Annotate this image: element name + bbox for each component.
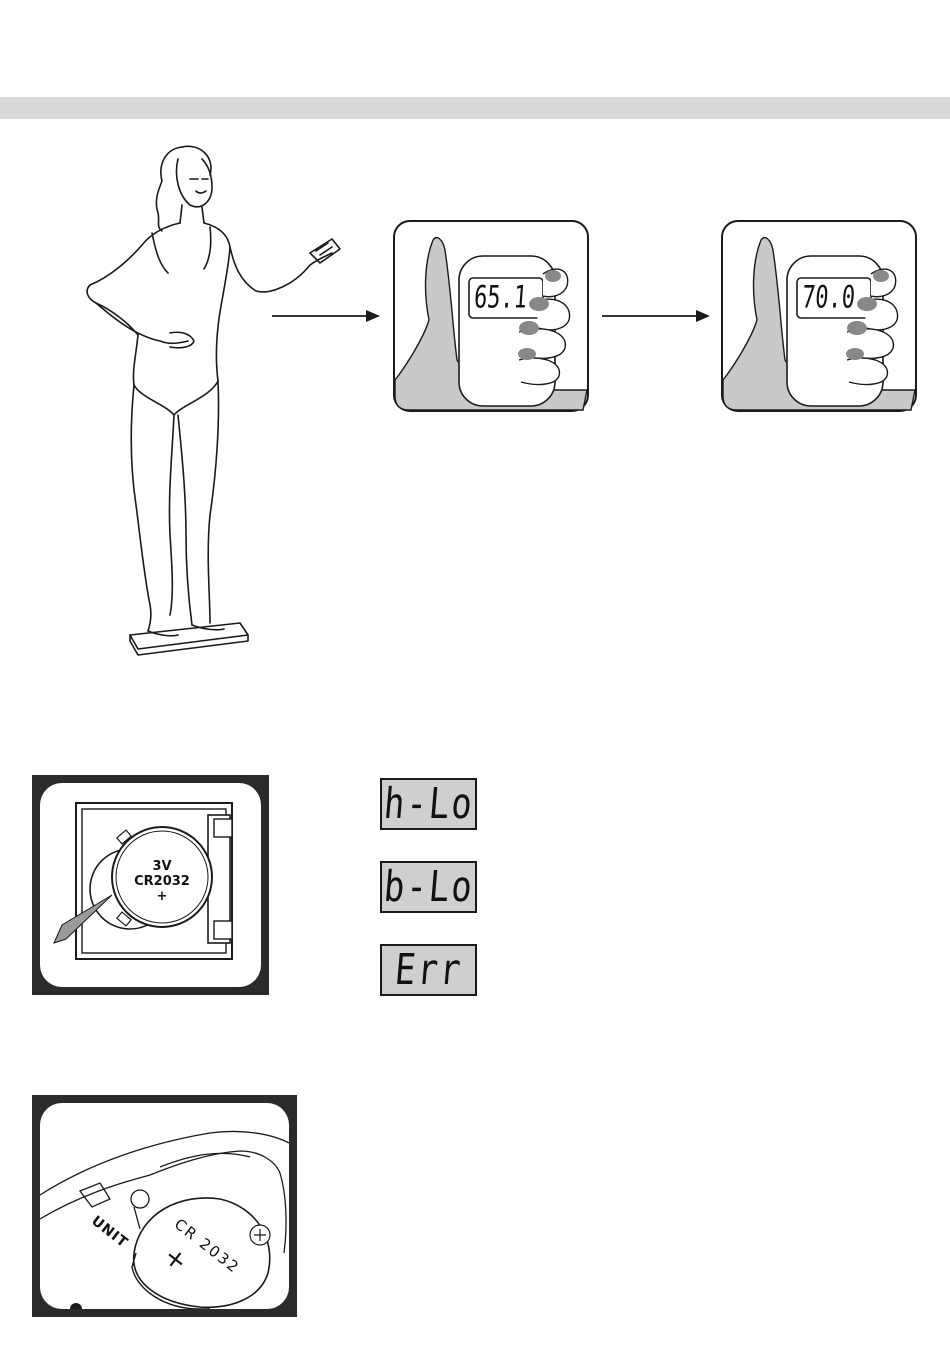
- compartment-panel: UNIT CR 2032 +: [32, 1095, 297, 1317]
- battery-compartment-icon: [40, 1103, 289, 1309]
- battery-polarity: +: [122, 889, 202, 904]
- error-code-text: b-Lo: [382, 866, 475, 909]
- battery-voltage: 3V: [122, 859, 202, 874]
- header-band: [0, 97, 950, 119]
- readout-panel-2: 70.0: [721, 220, 917, 412]
- error-code-display: Err: [380, 944, 477, 996]
- woman-on-scale-illustration: [70, 135, 360, 675]
- battery-label: 3V CR2032 +: [122, 859, 202, 904]
- readout-display-1: 65.1: [469, 278, 531, 318]
- battery-model: CR2032: [122, 874, 202, 889]
- error-code-display: b-Lo: [380, 861, 477, 913]
- arrow-right-icon: [602, 308, 712, 324]
- error-code-text: h-Lo: [382, 783, 475, 826]
- readout-display-2: 70.0: [797, 278, 859, 318]
- compartment-panel-inner: [40, 1103, 289, 1309]
- error-code-text: Err: [393, 949, 464, 992]
- arrow-right-icon: [272, 308, 382, 324]
- readout-panel-1: 65.1: [393, 220, 589, 412]
- error-code-display: h-Lo: [380, 778, 477, 830]
- battery-panel: 3V CR2032 +: [32, 775, 269, 995]
- readout-value-1: 65.1: [472, 281, 528, 316]
- readout-value-2: 70.0: [800, 281, 856, 316]
